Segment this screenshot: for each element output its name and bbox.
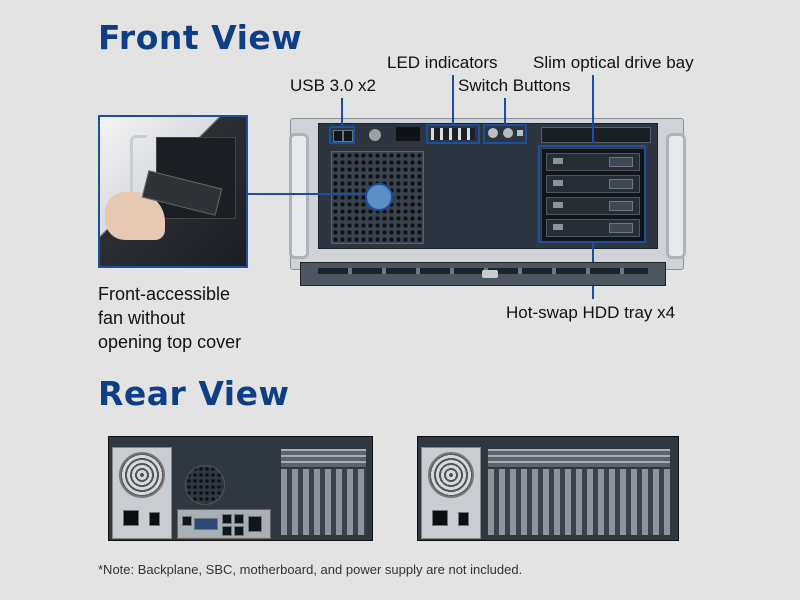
power-inlet-icon <box>123 510 139 526</box>
psu-fan-icon <box>119 452 165 498</box>
hdd-tray-4 <box>546 219 640 237</box>
left-handle <box>289 133 309 259</box>
usb-label: USB 3.0 x2 <box>290 76 376 95</box>
psu-bay-1 <box>112 447 172 539</box>
tray-latch <box>609 201 633 211</box>
io-shield <box>177 509 271 539</box>
usb-rear-port <box>234 514 244 524</box>
power-switch-icon <box>458 512 469 526</box>
switch-buttons-label: Switch Buttons <box>458 76 571 95</box>
io-port <box>182 516 192 526</box>
slot-bracket-top-1 <box>281 449 366 467</box>
bezel-latch <box>482 270 498 278</box>
hdd-tray-2 <box>546 175 640 193</box>
usb-rear-port <box>222 514 232 524</box>
front-panel-slot <box>396 127 420 141</box>
switch-button-3 <box>517 130 523 136</box>
expansion-slots-1 <box>281 469 366 535</box>
rear-view-1 <box>108 436 373 541</box>
led-callout-line <box>452 75 454 124</box>
optical-drive-label: Slim optical drive bay <box>533 53 694 72</box>
hdd-callout-box <box>538 145 646 243</box>
optical-callout-line <box>592 75 594 143</box>
led-indicators-label: LED indicators <box>387 53 498 72</box>
usb-rear-port <box>234 526 244 536</box>
reset-button <box>503 128 513 138</box>
lan-port-icon <box>248 516 262 532</box>
rear-view-2 <box>417 436 679 541</box>
fan-callout-line <box>248 193 365 195</box>
usb-port-1 <box>333 130 343 142</box>
rear-view-heading: Rear View <box>98 374 290 413</box>
hdd-tray-1 <box>546 153 640 171</box>
power-inlet-icon <box>432 510 448 526</box>
vga-port-icon <box>194 518 218 530</box>
tray-latch <box>609 223 633 233</box>
usb-port-2 <box>343 130 353 142</box>
fan-caption-line-2: fan without <box>98 308 186 328</box>
front-view-heading: Front View <box>98 18 303 57</box>
fan-hub-icon <box>365 183 393 211</box>
hdd-tray-label: Hot-swap HDD tray x4 <box>506 303 676 322</box>
usb-rear-port <box>222 526 232 536</box>
rear-fan-grill <box>185 465 225 505</box>
usb-callout-box <box>329 126 355 144</box>
slot-bracket-top-2 <box>488 449 670 467</box>
expansion-slots-2 <box>488 469 670 535</box>
power-button <box>488 128 498 138</box>
switch-callout-box <box>483 124 527 144</box>
disclaimer-note: *Note: Backplane, SBC, motherboard, and … <box>98 562 523 577</box>
led-indicators-icon <box>431 128 475 140</box>
tray-latch <box>609 179 633 189</box>
psu-fan-icon <box>428 452 474 498</box>
fan-access-photo <box>98 115 248 268</box>
psu-bay-2 <box>421 447 481 539</box>
usb-callout-line <box>341 98 343 126</box>
power-switch-icon <box>149 512 160 526</box>
fan-caption-line-3: opening top cover <box>98 332 242 352</box>
hdd-tray-3 <box>546 197 640 215</box>
hdd-bay <box>541 148 645 242</box>
tray-latch <box>609 157 633 167</box>
fan-caption-line-1: Front-accessible <box>98 284 231 304</box>
right-handle <box>666 133 686 259</box>
optical-drive-bay <box>541 127 651 143</box>
fan-caption: Front-accessible fan without opening top… <box>98 282 241 354</box>
led-callout-box <box>426 124 480 144</box>
key-lock-icon <box>368 128 382 142</box>
switch-callout-line <box>504 98 506 124</box>
